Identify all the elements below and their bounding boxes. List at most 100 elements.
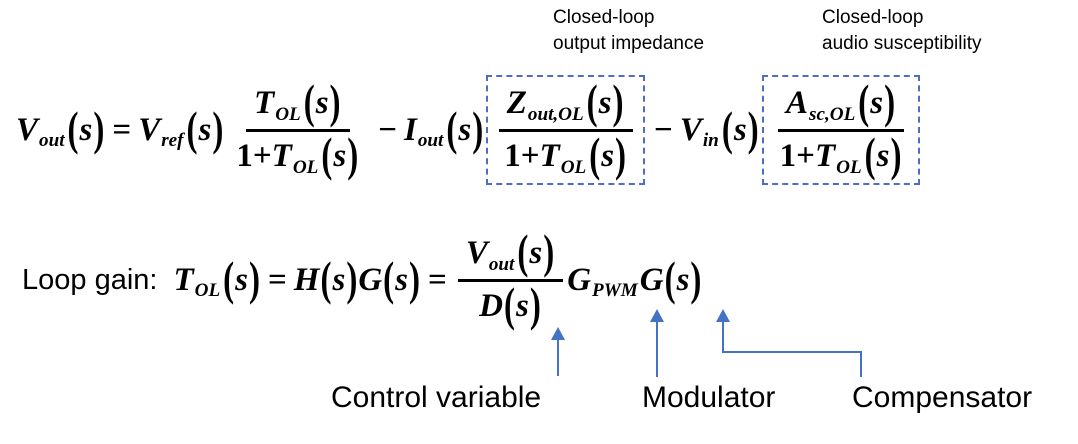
math-var-s: s bbox=[395, 261, 408, 298]
math-base: T bbox=[254, 85, 275, 121]
paren-close: ) bbox=[347, 129, 359, 182]
math-var-s: s bbox=[870, 85, 884, 121]
paren-open: ( bbox=[864, 129, 876, 182]
math-base: T bbox=[814, 138, 836, 174]
audio-susceptibility-highlight-box: Asc,OL(s) 1+TOL(s) bbox=[761, 75, 921, 185]
math-base: D bbox=[479, 288, 503, 324]
paren-close: ) bbox=[529, 279, 541, 332]
math-one-plus: 1+ bbox=[504, 138, 540, 174]
denominator: 1+TOL(s) bbox=[228, 132, 367, 180]
control-variable-arrowhead-icon bbox=[551, 327, 565, 340]
math-subscript: sc,OL bbox=[809, 103, 856, 125]
paren-open: ( bbox=[586, 76, 598, 129]
annotation-line: audio susceptibility bbox=[822, 33, 982, 54]
math-var-s: s bbox=[332, 261, 346, 298]
math-var-s: s bbox=[198, 111, 212, 148]
paren-open: ( bbox=[320, 253, 332, 306]
audio-susceptibility-annotation: Closed-loop audio susceptibility bbox=[822, 5, 981, 57]
math-var-s: s bbox=[315, 85, 329, 121]
math-base: T bbox=[271, 138, 292, 174]
math-var-s: s bbox=[79, 111, 93, 148]
compensator-callout: Compensator bbox=[852, 381, 1033, 414]
paren-close: ) bbox=[884, 76, 896, 129]
math-var-iout: Iout(s) bbox=[404, 105, 484, 153]
math-subscript: OL bbox=[836, 156, 862, 178]
math-var-s: s bbox=[598, 85, 612, 121]
paren-open: ( bbox=[446, 103, 458, 156]
paren-close: ) bbox=[690, 253, 702, 306]
paren-open: ( bbox=[721, 103, 733, 156]
control-variable-callout: Control variable bbox=[331, 381, 542, 414]
paren-close: ) bbox=[212, 103, 224, 156]
paren-open: ( bbox=[67, 103, 79, 156]
paren-open: ( bbox=[517, 226, 529, 279]
math-var-s: s bbox=[235, 261, 248, 298]
control-variable-arrow-line bbox=[557, 339, 559, 376]
math-var-s: s bbox=[529, 235, 543, 271]
paren-open: ( bbox=[223, 253, 235, 306]
modulator-callout: Modulator bbox=[642, 381, 776, 414]
paren-close: ) bbox=[615, 129, 627, 182]
denominator: 1+TOL(s) bbox=[772, 132, 911, 180]
math-base: G bbox=[567, 261, 592, 298]
loop-gain-equation: Loop gain: TOL(s) = H(s) G(s) = Vout(s) … bbox=[22, 228, 702, 332]
math-var-g-compensator: G(s) bbox=[639, 255, 703, 303]
paren-close: ) bbox=[890, 129, 902, 182]
equals-sign: = bbox=[267, 261, 287, 298]
denominator: 1+TOL(s) bbox=[496, 132, 635, 180]
paren-open: ( bbox=[589, 129, 601, 182]
math-var-s: s bbox=[601, 138, 615, 174]
minus-sign: − bbox=[654, 111, 673, 148]
compensator-arrow-line-horizontal bbox=[722, 351, 862, 353]
math-var-tol: TOL(s) bbox=[173, 255, 261, 303]
numerator: Asc,OL(s) bbox=[778, 79, 905, 132]
math-subscript: out bbox=[488, 253, 515, 275]
math-one-plus: 1+ bbox=[236, 138, 272, 174]
paren-open: ( bbox=[664, 253, 676, 306]
math-subscript: out bbox=[417, 130, 444, 151]
math-base: G bbox=[639, 261, 664, 298]
math-base: V bbox=[679, 111, 702, 148]
modulator-arrowhead-icon bbox=[650, 309, 664, 322]
paren-open: ( bbox=[504, 279, 515, 332]
math-base: A bbox=[786, 85, 809, 121]
math-one-plus: 1+ bbox=[779, 138, 815, 174]
math-var-gpwm: GPWM bbox=[567, 261, 640, 300]
numerator: TOL(s) bbox=[246, 79, 350, 132]
math-subscript: OL bbox=[292, 156, 319, 178]
math-var-s: s bbox=[733, 111, 747, 148]
math-base: Z bbox=[506, 85, 527, 121]
math-subscript: out,OL bbox=[527, 103, 584, 125]
math-subscript: out bbox=[39, 130, 65, 151]
math-var-s: s bbox=[333, 138, 347, 174]
math-subscript: PWM bbox=[592, 280, 638, 301]
paren-close: ) bbox=[93, 103, 105, 156]
paren-close: ) bbox=[612, 76, 624, 129]
numerator: Vout(s) bbox=[457, 229, 564, 282]
math-base: H bbox=[293, 261, 320, 298]
math-base: T bbox=[539, 138, 560, 174]
paren-open: ( bbox=[186, 103, 198, 156]
equals-sign: = bbox=[428, 261, 447, 298]
math-var-vin: Vin(s) bbox=[679, 105, 760, 153]
output-impedance-annotation: Closed-loop output impedance bbox=[553, 5, 704, 57]
compensator-arrow-line-drop bbox=[860, 351, 862, 377]
control-variable-fraction: Vout(s) D(s) bbox=[457, 229, 564, 330]
math-subscript: ref bbox=[161, 130, 184, 151]
annotation-line: output impedance bbox=[553, 33, 705, 54]
paren-close: ) bbox=[472, 103, 484, 156]
minus-sign: − bbox=[378, 111, 397, 148]
paren-close: ) bbox=[329, 76, 341, 129]
output-voltage-equation: Vout(s) = Vref(s) TOL(s) 1+TOL(s) − Iout… bbox=[16, 64, 922, 196]
math-subscript: in bbox=[702, 130, 719, 151]
math-subscript: OL bbox=[275, 103, 301, 125]
output-impedance-highlight-box: Zout,OL(s) 1+TOL(s) bbox=[486, 75, 646, 185]
compensator-arrowhead-icon bbox=[716, 309, 730, 322]
loop-gain-label: Loop gain: bbox=[22, 263, 158, 296]
paren-open: ( bbox=[858, 76, 870, 129]
annotation-line: Closed-loop bbox=[822, 7, 924, 28]
compensator-arrow-line-vertical bbox=[722, 321, 724, 353]
paren-open: ( bbox=[303, 76, 315, 129]
math-var-vout: Vout(s) bbox=[16, 105, 105, 153]
